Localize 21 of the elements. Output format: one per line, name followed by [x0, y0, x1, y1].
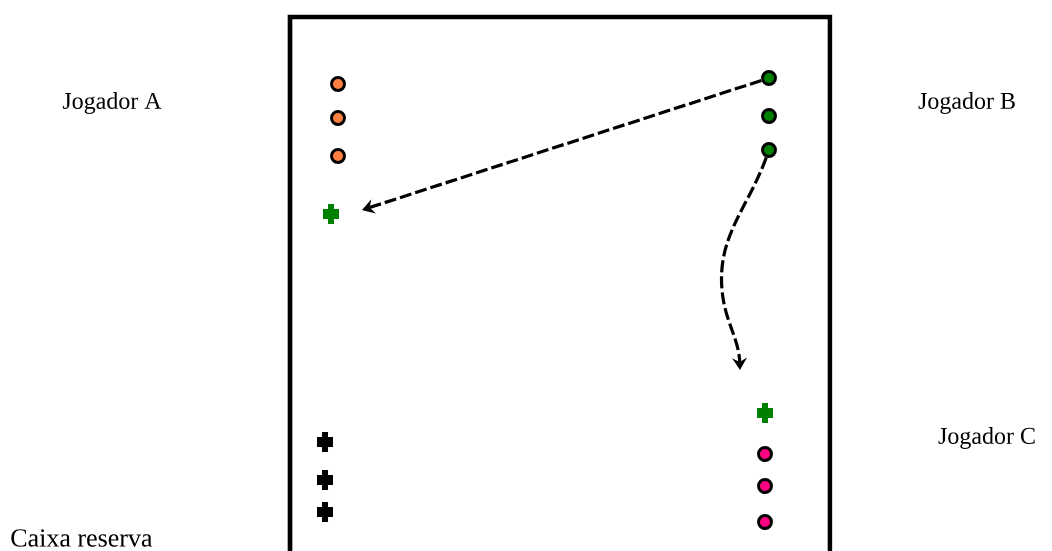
player-marker [761, 108, 777, 124]
player-marker [330, 76, 346, 92]
cross-marker [323, 204, 339, 224]
cross-marker [317, 502, 333, 522]
cross-marker [317, 470, 333, 490]
player-marker [761, 70, 777, 86]
field-frame [287, 14, 833, 551]
player-label: Caixa reserva [11, 529, 153, 547]
player-marker [757, 478, 773, 494]
arrow [720, 156, 768, 370]
player-marker [761, 142, 777, 158]
player-label: Jogador A [62, 92, 162, 114]
player-label: Jogador B [918, 92, 1015, 114]
player-marker [757, 446, 773, 462]
cross-marker [757, 403, 773, 423]
player-label: Jogador C [938, 427, 1035, 449]
arrow [362, 78, 762, 214]
player-marker [757, 514, 773, 530]
player-marker [330, 110, 346, 126]
player-marker [330, 148, 346, 164]
cross-marker [317, 432, 333, 452]
